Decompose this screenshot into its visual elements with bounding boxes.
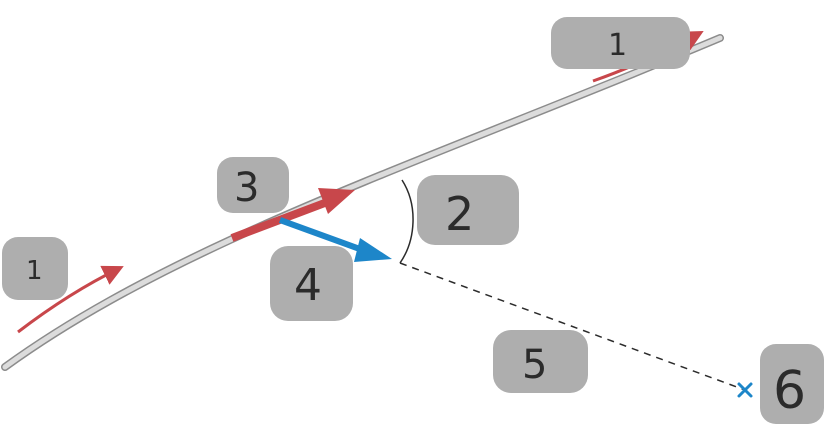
svg-text:4: 4 [294,260,322,311]
svg-text:5: 5 [522,342,547,388]
svg-text:6: 6 [773,361,806,421]
dashed-line [399,262,746,391]
svg-text:3: 3 [234,165,259,211]
direction-vector-arrow [278,217,392,262]
angle-arc [399,179,414,264]
label-dashed-line: 5 [493,330,588,393]
label-direction-vector: 4 [270,246,353,321]
svg-text:1: 1 [608,28,627,63]
label-track-direction-left: 1 [2,237,68,300]
x-marker-icon [737,382,753,398]
label-target-point: 6 [760,344,824,424]
direction-arrow-left [17,265,124,334]
label-tangent-vector: 3 [217,157,289,213]
svg-text:2: 2 [445,187,474,241]
curved-track [1,34,724,371]
label-angle: 2 [417,175,519,245]
svg-text:1: 1 [26,256,43,286]
label-track-direction-top: 1 [551,17,690,69]
